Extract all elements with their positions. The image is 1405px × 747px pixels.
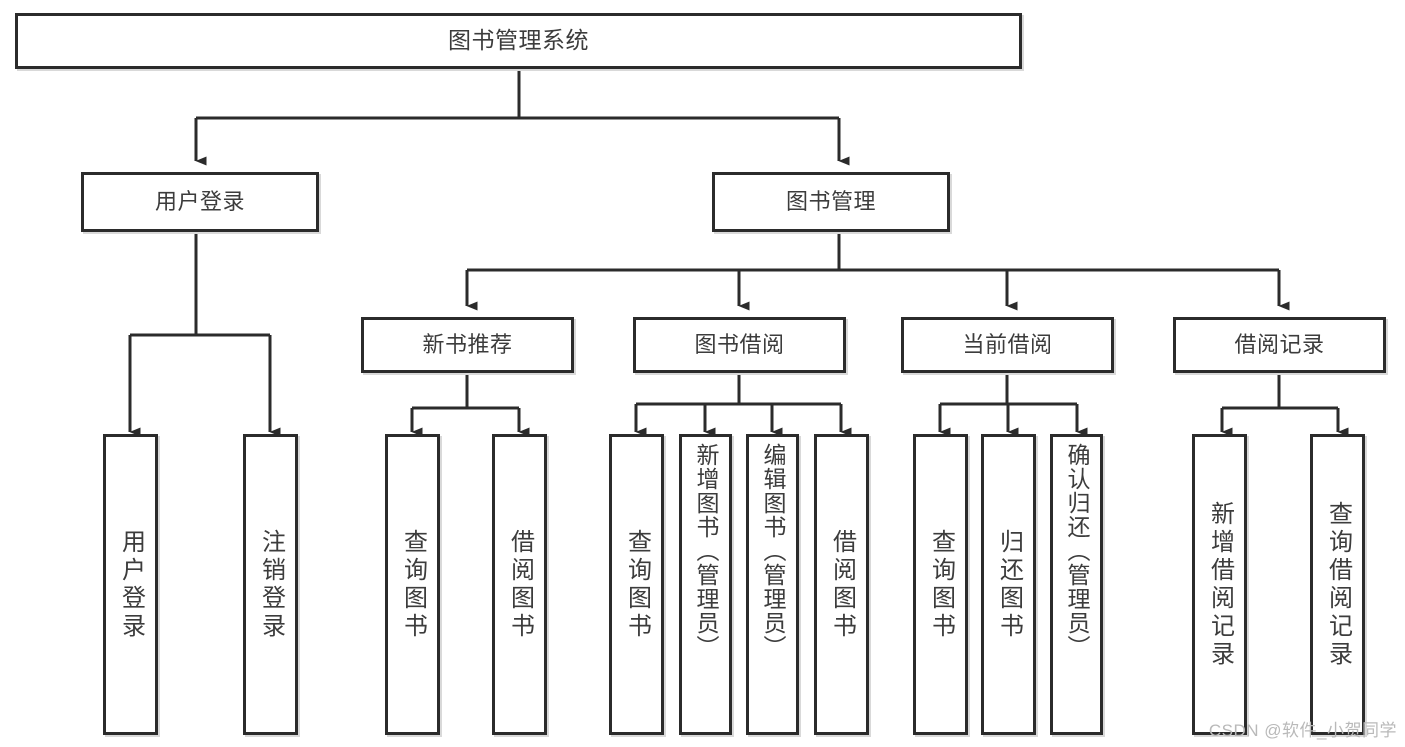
- node-label: 查询借阅记录: [1324, 500, 1352, 669]
- leaf-query-book-bb[interactable]: 查询图书: [609, 434, 664, 735]
- leaf-edit-book-admin[interactable]: 编辑图书（管理员）: [746, 434, 799, 735]
- node-label: 注销登录: [257, 528, 285, 641]
- node-label: 借阅记录: [1234, 331, 1325, 357]
- node-label: 图书借阅: [694, 331, 785, 357]
- node-book-management[interactable]: 图书管理: [712, 172, 950, 232]
- node-label: 归还图书: [995, 528, 1023, 641]
- leaf-borrow-book-bb[interactable]: 借阅图书: [814, 434, 869, 735]
- node-borrow-record[interactable]: 借阅记录: [1173, 317, 1386, 373]
- leaf-user-login[interactable]: 用户登录: [103, 434, 158, 735]
- node-label: 用户登录: [117, 528, 145, 641]
- node-label: 确认归还（管理员）: [1064, 443, 1090, 659]
- node-label: 编辑图书（管理员）: [760, 443, 786, 659]
- node-label: 用户登录: [154, 188, 245, 214]
- leaf-borrow-book-nb[interactable]: 借阅图书: [492, 434, 547, 735]
- node-current-borrow[interactable]: 当前借阅: [901, 317, 1114, 373]
- node-label: 借阅图书: [828, 528, 856, 641]
- node-book-borrow[interactable]: 图书借阅: [633, 317, 846, 373]
- node-label: 图书管理系统: [448, 27, 589, 54]
- watermark: CSDN @软件_小贺同学: [1208, 721, 1397, 740]
- leaf-logout-login[interactable]: 注销登录: [243, 434, 298, 735]
- node-label: 图书管理: [785, 188, 876, 214]
- leaf-return-book[interactable]: 归还图书: [981, 434, 1036, 735]
- leaf-confirm-return-admin[interactable]: 确认归还（管理员）: [1050, 434, 1103, 735]
- node-label: 新增借阅记录: [1206, 500, 1234, 669]
- node-label: 新增图书（管理员）: [693, 443, 719, 659]
- leaf-add-borrow-record[interactable]: 新增借阅记录: [1192, 434, 1247, 735]
- node-label: 当前借阅: [962, 331, 1053, 357]
- node-label: 借阅图书: [506, 528, 534, 641]
- node-label: 查询图书: [623, 528, 651, 641]
- leaf-query-book-cb[interactable]: 查询图书: [913, 434, 968, 735]
- node-label: 查询图书: [399, 528, 427, 641]
- node-user-login[interactable]: 用户登录: [81, 172, 319, 232]
- leaf-add-book-admin[interactable]: 新增图书（管理员）: [679, 434, 732, 735]
- node-new-book-recommend[interactable]: 新书推荐: [361, 317, 574, 373]
- leaf-query-borrow-record[interactable]: 查询借阅记录: [1310, 434, 1365, 735]
- leaf-query-book-nb[interactable]: 查询图书: [385, 434, 440, 735]
- node-label: 查询图书: [927, 528, 955, 641]
- node-root-system[interactable]: 图书管理系统: [15, 13, 1022, 69]
- node-label: 新书推荐: [422, 331, 513, 357]
